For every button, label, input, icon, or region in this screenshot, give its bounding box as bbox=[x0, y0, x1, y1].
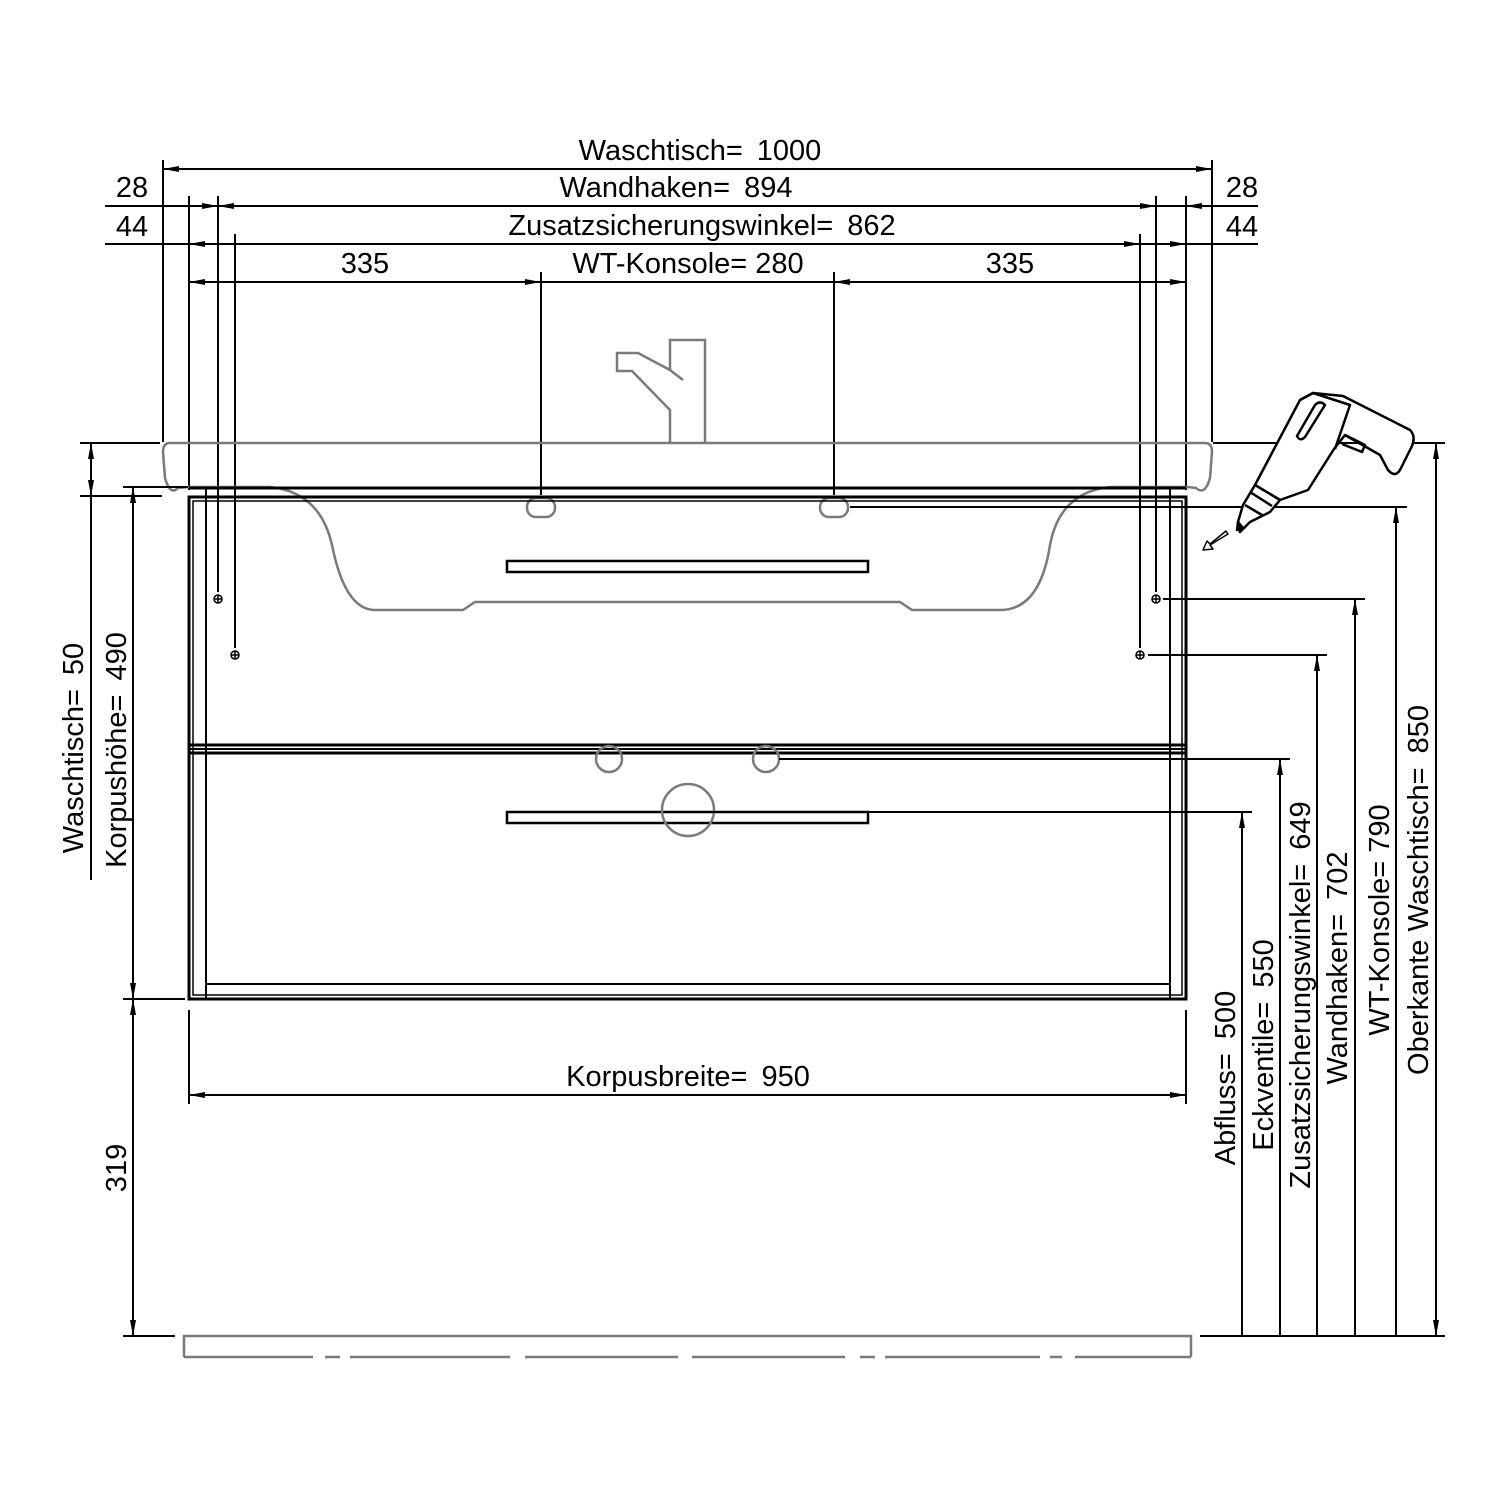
dim-eckventile: Eckventile=550 bbox=[1248, 939, 1280, 1151]
dim-zusatzsicherungswinkel-height: Zusatzsicherungswinkel=649 bbox=[1285, 801, 1317, 1188]
drain-hole bbox=[660, 782, 716, 838]
dim-right-28: 28 bbox=[1226, 172, 1258, 204]
dim-wt-konsole-height: WT-Konsole=790 bbox=[1364, 804, 1396, 1035]
dim-wandhaken-width: Wandhaken=894 bbox=[559, 172, 792, 204]
cabinet-body bbox=[187, 486, 1188, 1001]
dim-left-44: 44 bbox=[116, 211, 148, 243]
dim-right-335: 335 bbox=[986, 248, 1034, 280]
dim-left-28: 28 bbox=[116, 172, 148, 204]
top-dimensions: Waschtisch=1000 28 28 Wandhaken=894 44 4… bbox=[105, 135, 1258, 648]
left-vertical-dimensions: Waschtisch=50 Korpushöhe=490 319 bbox=[58, 442, 188, 1337]
washbasin-outline bbox=[161, 441, 1214, 612]
dim-wt-konsole-width: WT-Konsole=280 bbox=[572, 248, 803, 280]
dim-korpushoehe: Korpushöhe=490 bbox=[101, 632, 133, 868]
faucet-icon bbox=[615, 338, 707, 443]
drawer-handle-top bbox=[505, 559, 870, 574]
korpusbreite-dimension: Korpusbreite=950 bbox=[188, 1010, 1187, 1104]
svg-text:Korpusbreite=950: Korpusbreite=950 bbox=[566, 1061, 810, 1093]
dim-floor-gap: 319 bbox=[101, 1144, 133, 1192]
drawer-handle-bottom bbox=[505, 810, 870, 825]
crosshair-hole-icon bbox=[213, 594, 1161, 660]
dim-abfluss: Abfluss=500 bbox=[1210, 991, 1242, 1165]
dim-zusatzsicherungswinkel-width: Zusatzsicherungswinkel=862 bbox=[508, 210, 895, 242]
drill-icon bbox=[1202, 391, 1415, 551]
dim-right-44: 44 bbox=[1226, 211, 1258, 243]
dim-waschtisch-width: Waschtisch=1000 bbox=[579, 135, 822, 167]
dim-wandhaken-height: Wandhaken=702 bbox=[1322, 851, 1354, 1084]
dim-oberkante-waschtisch: Oberkante Waschtisch=850 bbox=[1403, 705, 1435, 1075]
floor-outline bbox=[182, 1334, 1193, 1359]
right-vertical-dimensions: Abfluss=500 Eckventile=550 Zusatzsicheru… bbox=[695, 442, 1445, 1337]
dim-waschtisch-height: Waschtisch=50 bbox=[58, 643, 90, 853]
valve-hole-left bbox=[594, 744, 624, 774]
dim-left-335: 335 bbox=[341, 248, 389, 280]
